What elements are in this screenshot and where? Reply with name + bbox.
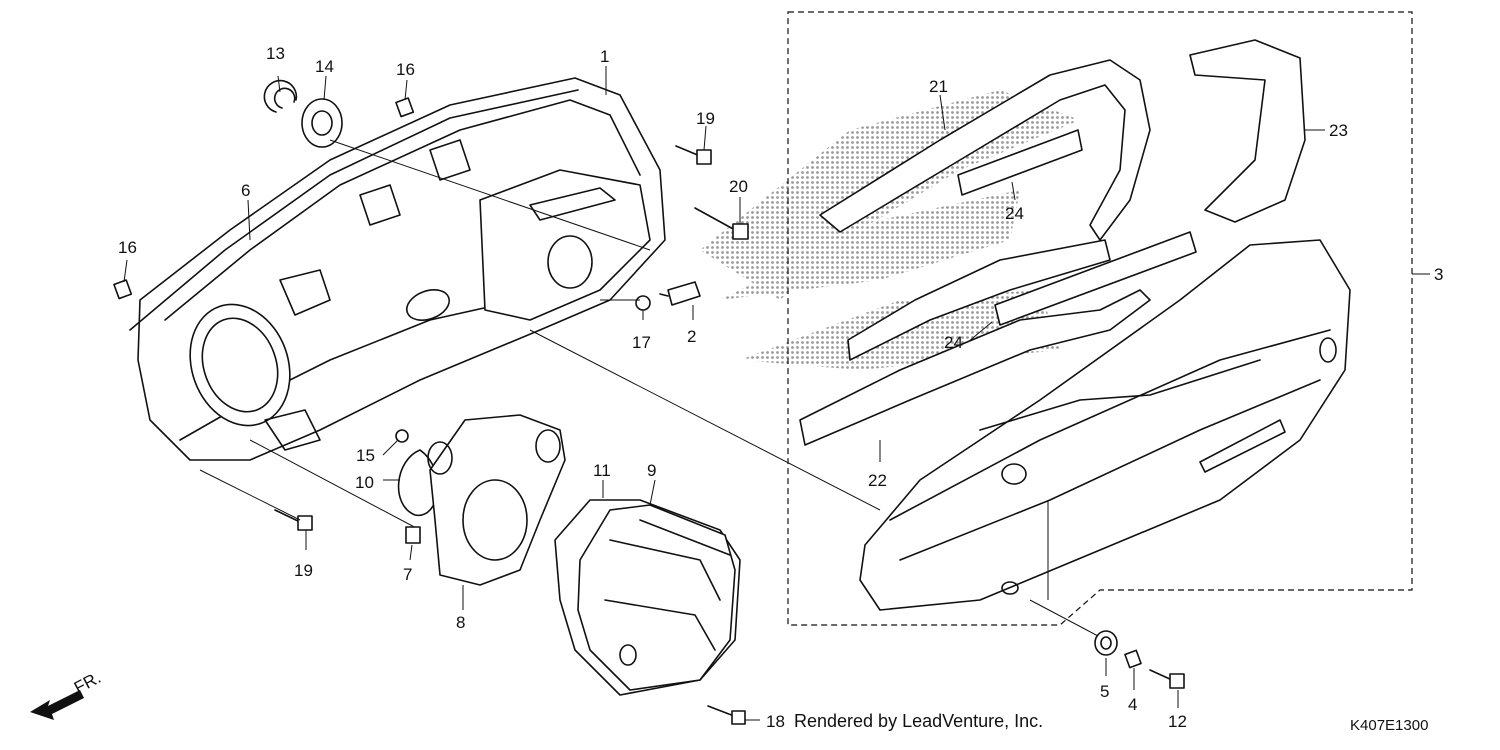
callout-5: 5: [1100, 682, 1109, 701]
pad-24-lower: [994, 231, 1197, 326]
collar-4: [1124, 649, 1142, 669]
callout-20: 20: [729, 177, 748, 196]
leader-lines-lower: [382, 439, 464, 610]
callout-9: 9: [647, 461, 656, 480]
callout-12: 12: [1168, 712, 1187, 731]
callout-3: 3: [1434, 265, 1443, 284]
credit-text: Rendered by LeadVenture, Inc.: [794, 711, 1043, 731]
crankcase-cover-left: [137, 77, 666, 461]
leader-lines: [123, 66, 741, 550]
bolt-19-right: [675, 145, 712, 165]
gasket-11: [554, 499, 741, 696]
callout-16-left: 16: [118, 238, 137, 257]
leader-line-24-lower: [967, 321, 993, 343]
cover-gasket: [129, 89, 579, 331]
callout-11: 11: [593, 461, 611, 480]
pad-shaped-upper-22: [847, 239, 1111, 361]
leader-lines-9-11: [602, 479, 656, 506]
projection-lines: [199, 139, 881, 531]
bolt-18: [707, 705, 760, 725]
oil-seal-14: [301, 98, 343, 148]
callout-1: 1: [600, 47, 609, 66]
callout-24-lower: 24: [944, 333, 963, 352]
callout-10: 10: [355, 473, 374, 492]
callout-24-upper: 24: [1005, 204, 1024, 223]
leader-line-24-upper: [1011, 181, 1016, 201]
front-direction-arrow: FR.: [30, 668, 104, 720]
pad-23: [1189, 39, 1306, 223]
cover-plate-8: [427, 414, 566, 586]
leader-lines-right: [1029, 500, 1179, 708]
callout-18: 18: [766, 712, 785, 731]
dowel-pin-16-left: [113, 279, 133, 300]
callout-2: 2: [687, 327, 696, 346]
bolt-15: [395, 429, 409, 443]
pad-21: [819, 59, 1151, 241]
callout-14: 14: [315, 57, 334, 76]
drain-plug-2: [659, 281, 701, 306]
callout-16-top: 16: [396, 60, 415, 79]
callout-7: 7: [403, 565, 412, 584]
callout-15: 15: [356, 446, 375, 465]
callout-19-top: 19: [696, 109, 715, 128]
outer-cover-3: [859, 239, 1351, 611]
callout-19-bottom: 19: [294, 561, 313, 580]
callout-22: 22: [868, 471, 887, 490]
grommet-5: [1094, 630, 1118, 656]
callout-17: 17: [632, 333, 651, 352]
callout-23: 23: [1329, 121, 1348, 140]
o-ring-17: [635, 295, 651, 311]
air-duct-cover-9: [577, 504, 736, 691]
diagram-code: K407E1300: [1350, 717, 1428, 734]
dowel-pin-16-top: [395, 97, 415, 118]
snap-ring-13: [263, 79, 298, 113]
callout-6: 6: [241, 181, 250, 200]
callout-8: 8: [456, 613, 465, 632]
bolt-19-bottom: [274, 509, 313, 531]
pad-22: [799, 289, 1151, 446]
callout-13: 13: [266, 44, 285, 63]
assembly-dashed-box: [787, 11, 1413, 626]
pad-24-upper: [957, 129, 1083, 196]
collar-7: [405, 526, 421, 544]
callout-21: 21: [929, 77, 948, 96]
part-callouts: 1 2 3 4 5 6 7 8 9 10 11 12 13 14 15 16 1…: [118, 44, 1443, 731]
bolt-12: [1149, 669, 1185, 689]
callout-4: 4: [1128, 695, 1137, 714]
